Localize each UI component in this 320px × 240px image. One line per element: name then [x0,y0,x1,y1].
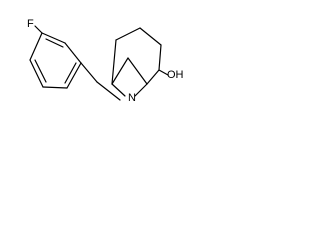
bond-top-to-top-right [139,27,162,46]
bond-ring-3 [66,62,82,89]
bond-ring-2 [64,42,82,64]
bond-top-right-to-carbinol [158,44,162,71]
benzene-ring [29,32,82,89]
hydroxyl-atom-label: OH [167,69,184,81]
bond-ring-4 [42,86,68,89]
bond-ring-6 [29,32,43,61]
bond-ch2-to-nitrogen [96,81,121,101]
molecule-structure: F N OH [25,16,187,106]
bond-carbinol-to-bridgehead-right [146,69,160,85]
bond-top-left-to-top [115,27,141,41]
bond-nitrogen-bridgehead-right [134,83,148,97]
bond-ethano-bridge-2 [127,57,148,85]
tropane-skeleton [111,27,162,97]
bond-carbinol-hydroxyl [158,69,169,76]
nitrogen-atom-label: N [128,92,136,104]
hydroxyl-label-background [165,67,187,83]
bond-ring-5 [29,59,44,88]
bond-ring-double-3 [34,59,47,83]
fluorine-label-background [25,16,39,32]
bond-bridgehead-left-up [111,39,117,85]
fluorine-atom-label: F [27,18,34,30]
bond-ring-double-2 [64,62,77,84]
bond-ethano-bridge-1 [111,57,129,85]
bond-aryl-fluorine [34,25,43,34]
nitrogen-label-background [123,90,137,106]
bond-bridgehead-left-nitrogen [111,83,126,97]
bond-ring-1 [41,32,66,44]
bond-ring-double-1 [45,38,64,48]
bond-ring-to-ch2 [80,62,98,83]
